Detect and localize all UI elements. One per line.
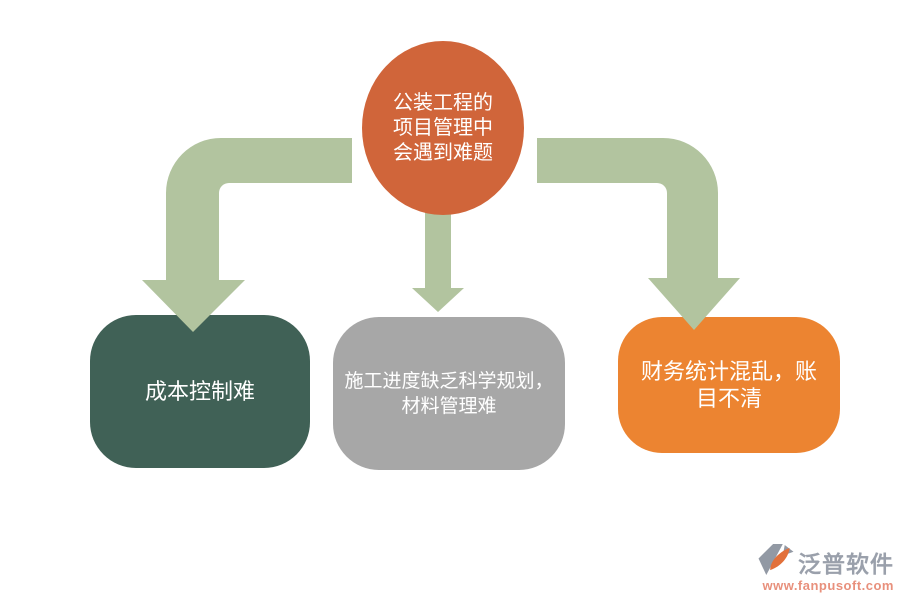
watermark-brand: 泛普软件: [798, 551, 894, 577]
cost-box-shape: [90, 315, 310, 468]
arrow-right-elbow: [537, 138, 740, 330]
watermark: 泛普软件 www.fanpusoft.com: [756, 543, 894, 593]
arrow-left-elbow: [142, 138, 352, 332]
schedule-box-shape: [333, 317, 565, 470]
fanpu-logo-icon: [758, 543, 794, 576]
watermark-url: www.fanpusoft.com: [762, 578, 894, 593]
root-ellipse-shape: [362, 41, 524, 215]
arrow-middle-down: [412, 210, 464, 312]
finance-box-shape: [618, 317, 840, 453]
